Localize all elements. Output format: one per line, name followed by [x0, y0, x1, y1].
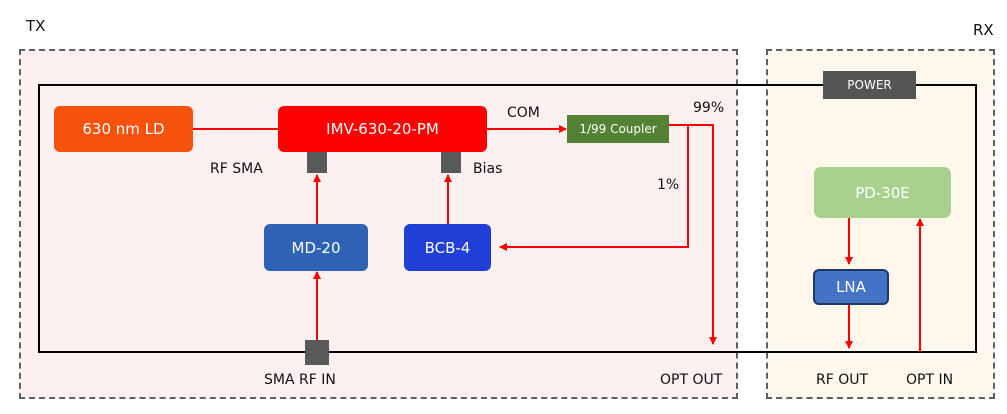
sma-rf-in-port — [305, 340, 329, 365]
modulator-block[interactable]: IMV-630-20-PM — [278, 106, 487, 152]
com-label: COM — [507, 105, 540, 121]
driver-block[interactable]: MD-20 — [264, 224, 368, 271]
wire-1-bcb — [499, 125, 689, 251]
rx-region — [766, 49, 995, 399]
rx-label: RX — [973, 21, 994, 39]
coupler-label: 1/99 Coupler — [579, 122, 657, 136]
photodetector-label: PD-30E — [855, 183, 910, 202]
sma-rf-in-label: SMA RF IN — [264, 372, 336, 388]
rf-out-label: RF OUT — [816, 372, 869, 388]
tx-label: TX — [26, 17, 46, 35]
bias-label: Bias — [473, 161, 503, 177]
opt-in-label: OPT IN — [906, 372, 954, 388]
wire-99-opt-out — [668, 124, 717, 345]
photodetector-block[interactable]: PD-30E — [814, 167, 951, 218]
pct-99-label: 99% — [693, 100, 725, 116]
pct-1-label: 1% — [657, 177, 680, 193]
bias-port — [441, 152, 461, 173]
laser-block[interactable]: 630 nm LD — [54, 106, 193, 152]
rf-sma-port — [307, 152, 327, 173]
laser-label: 630 nm LD — [82, 120, 165, 138]
bias-controller-block[interactable]: BCB-4 — [404, 224, 491, 271]
amplifier-block[interactable]: LNA — [813, 269, 889, 305]
modulator-label: IMV-630-20-PM — [326, 120, 439, 138]
bias-controller-label: BCB-4 — [424, 238, 471, 257]
rf-sma-label: RF SMA — [210, 161, 263, 177]
opt-out-label: OPT OUT — [660, 372, 723, 388]
power-block[interactable]: POWER — [823, 71, 916, 99]
coupler-block[interactable]: 1/99 Coupler — [567, 115, 669, 143]
driver-label: MD-20 — [291, 238, 341, 257]
enclosure-frame — [38, 84, 977, 353]
amplifier-label: LNA — [836, 278, 866, 296]
power-label: POWER — [847, 78, 892, 92]
